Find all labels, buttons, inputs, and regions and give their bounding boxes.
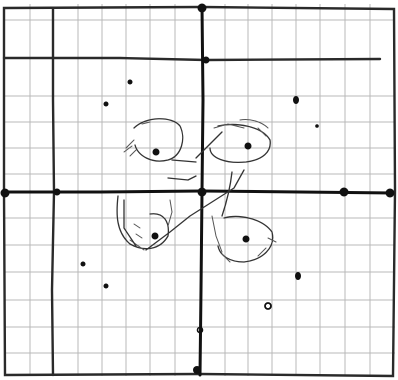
dot-scatter — [128, 80, 133, 85]
dot-scatter — [315, 124, 319, 128]
dot-center — [198, 188, 207, 197]
loop-lower-left — [117, 196, 168, 249]
dot-right-axis — [340, 188, 349, 197]
dot-top-axis — [198, 4, 207, 13]
loop-upper-right — [210, 125, 270, 163]
dot-scatter — [104, 102, 109, 107]
dot-left-edge — [1, 189, 10, 198]
dot-loop-ul — [153, 149, 160, 156]
dot-scatter — [104, 284, 109, 289]
dot-loop-ur — [245, 143, 252, 150]
dot-bottom-axis — [193, 366, 201, 374]
dot-loop-lr — [243, 236, 250, 243]
dot-scatter — [293, 96, 299, 104]
dot-loop-ll — [152, 233, 159, 240]
dot-scatter — [295, 272, 301, 280]
dot-scatter — [81, 262, 86, 267]
dot-right-edge — [386, 189, 395, 198]
dot-scatter-open — [265, 303, 271, 309]
dot-left-rule — [54, 189, 61, 196]
dot-upper-rule — [203, 57, 210, 64]
upper-horizontal-rule — [4, 58, 380, 60]
